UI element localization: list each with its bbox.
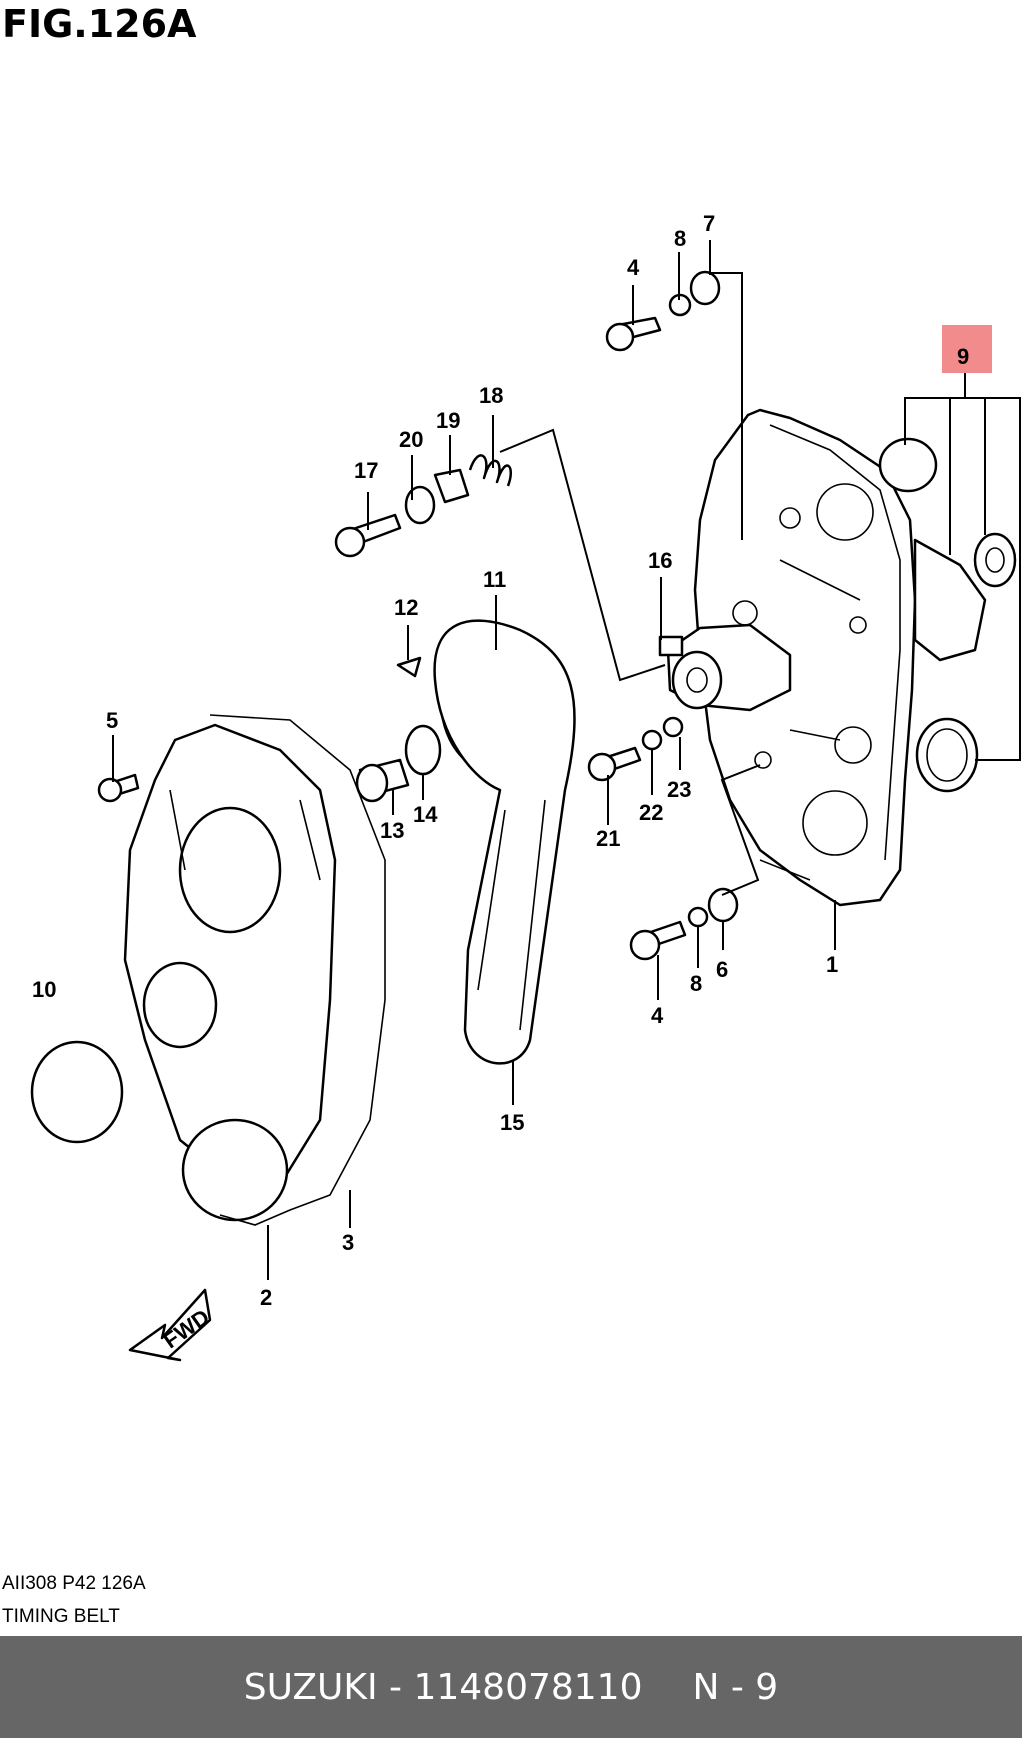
part-label-1[interactable]: 1 <box>826 952 838 977</box>
washer-22-part <box>641 729 663 751</box>
o-ring-part <box>30 1040 124 1144</box>
footer-brand-part: SUZUKI - 1148078110 <box>243 1666 643 1708</box>
seal-set-part <box>878 437 1017 793</box>
footer-text: SUZUKI - 1148078110 N - 9 <box>244 1667 778 1708</box>
bolt-17-part <box>334 513 402 558</box>
part-label-4b[interactable]: 4 <box>651 1003 664 1028</box>
front-cover-part <box>123 723 337 1222</box>
part-label-23[interactable]: 23 <box>667 777 691 802</box>
part-label-8a[interactable]: 8 <box>674 226 686 251</box>
part-label-9[interactable]: 9 <box>957 344 969 369</box>
timing-belt-part <box>433 619 576 1065</box>
part-label-16[interactable]: 16 <box>648 548 672 573</box>
part-label-8b[interactable]: 8 <box>690 971 702 996</box>
tensioner-part <box>658 623 792 712</box>
cover-gasket-part <box>209 714 386 1226</box>
part-label-12[interactable]: 12 <box>394 595 418 620</box>
footer-bar: SUZUKI - 1148078110 N - 9 <box>0 1636 1022 1738</box>
part-label-11[interactable]: 11 <box>483 567 506 592</box>
part-label-10[interactable]: 10 <box>32 977 56 1002</box>
part-label-15[interactable]: 15 <box>500 1110 524 1135</box>
part-label-20[interactable]: 20 <box>399 427 423 452</box>
washer-14-part <box>404 724 442 776</box>
part-label-7[interactable]: 7 <box>703 211 715 236</box>
part-9-highlight <box>942 325 992 373</box>
part-label-4a[interactable]: 4 <box>627 255 640 280</box>
nut-7-part <box>689 270 721 306</box>
part-labels: 1 2 3 4 4 5 6 7 8 8 9 10 11 12 13 14 15 … <box>32 211 969 1310</box>
part-label-3[interactable]: 3 <box>342 1230 354 1255</box>
spring-18-part <box>468 454 513 487</box>
part-label-13[interactable]: 13 <box>380 818 404 843</box>
washer-20-part <box>404 485 436 525</box>
part-label-21[interactable]: 21 <box>596 826 620 851</box>
washer-23-part <box>662 716 684 738</box>
bolt-4-lower-part <box>629 920 687 961</box>
part-label-18[interactable]: 18 <box>479 383 503 408</box>
bolt-21-part <box>587 746 642 782</box>
key-12-part <box>396 656 422 678</box>
figure-code: AII308 P42 126A <box>2 1573 146 1594</box>
part-label-14[interactable]: 14 <box>413 802 438 827</box>
part-label-2[interactable]: 2 <box>260 1285 272 1310</box>
part-label-22[interactable]: 22 <box>639 800 663 825</box>
leader-lines <box>112 240 1021 1280</box>
figure-caption: TIMING BELT <box>2 1606 120 1627</box>
footer-page: N - 9 <box>692 1666 779 1708</box>
part-label-17[interactable]: 17 <box>354 458 378 483</box>
bolt-5-part <box>97 773 140 803</box>
exploded-parts-diagram: FWD 1 2 3 <box>30 211 1021 1362</box>
bolt-4-upper-part <box>605 316 662 352</box>
spacer-19-part <box>433 468 470 504</box>
part-label-5[interactable]: 5 <box>106 708 118 733</box>
part-label-6[interactable]: 6 <box>716 957 728 982</box>
part-label-19[interactable]: 19 <box>436 408 460 433</box>
washer-8-lower-part <box>687 906 709 928</box>
rear-plate-part <box>693 408 917 907</box>
bolt-13-part <box>355 758 410 803</box>
figure-title: FIG.126A <box>2 2 197 46</box>
fwd-direction-arrow: FWD <box>128 1288 214 1362</box>
